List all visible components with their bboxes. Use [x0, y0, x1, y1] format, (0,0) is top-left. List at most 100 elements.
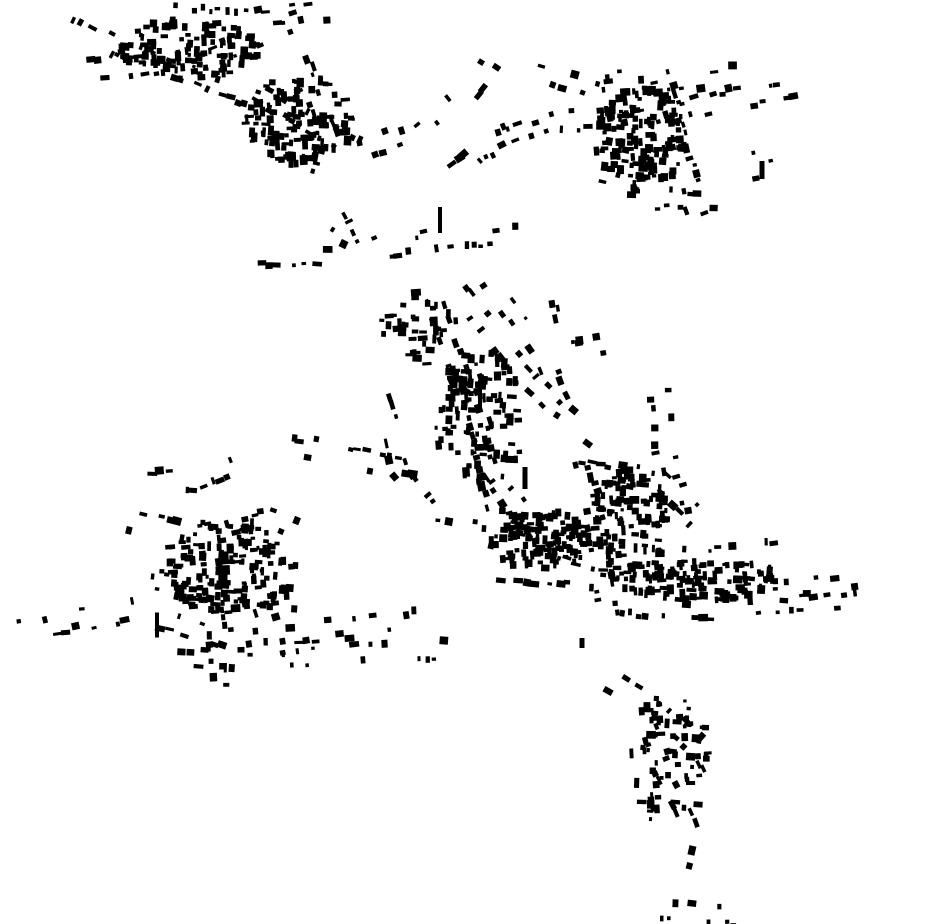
building — [623, 570, 632, 575]
building — [243, 8, 249, 13]
building — [516, 521, 521, 531]
building — [444, 516, 454, 527]
building — [285, 113, 291, 122]
building — [173, 563, 184, 568]
building — [169, 545, 173, 550]
building — [263, 84, 270, 88]
building — [651, 424, 659, 432]
building — [487, 241, 493, 247]
building — [241, 515, 249, 523]
building — [508, 513, 513, 520]
building — [52, 631, 62, 637]
building — [482, 393, 486, 403]
building — [672, 455, 679, 460]
building — [724, 83, 733, 93]
building — [154, 586, 160, 592]
building — [531, 372, 540, 381]
building — [462, 376, 468, 384]
building — [783, 578, 789, 586]
building — [87, 23, 98, 32]
building — [577, 549, 582, 555]
building — [543, 128, 550, 135]
building — [479, 354, 485, 364]
building — [728, 542, 737, 550]
building — [494, 534, 498, 539]
building — [589, 583, 594, 592]
building — [529, 550, 535, 560]
building — [654, 563, 664, 571]
building — [194, 36, 200, 41]
building — [159, 55, 165, 63]
building — [245, 114, 249, 123]
building — [556, 580, 566, 588]
building — [607, 508, 613, 517]
building — [494, 128, 502, 137]
building — [243, 582, 247, 591]
building — [652, 90, 660, 96]
building — [234, 8, 238, 16]
building — [651, 572, 659, 581]
building — [682, 724, 687, 729]
building — [370, 235, 378, 241]
building — [615, 481, 621, 492]
building — [715, 597, 725, 602]
building — [751, 150, 756, 156]
building — [604, 164, 608, 169]
building — [649, 144, 654, 153]
building — [496, 498, 508, 510]
building — [384, 313, 394, 319]
building — [225, 93, 237, 101]
building — [627, 473, 635, 482]
building — [666, 499, 679, 512]
building — [195, 592, 203, 598]
building — [572, 461, 579, 470]
building — [417, 656, 421, 662]
building — [274, 156, 283, 161]
building — [215, 602, 221, 613]
building — [609, 114, 616, 120]
building — [486, 425, 494, 430]
building — [503, 522, 511, 532]
building — [322, 245, 333, 253]
building — [405, 247, 412, 255]
building — [552, 314, 559, 324]
building — [450, 424, 457, 429]
building — [439, 331, 444, 338]
building — [385, 392, 394, 403]
building — [464, 389, 471, 396]
building — [667, 116, 675, 127]
building — [450, 388, 459, 397]
building — [279, 649, 286, 656]
building — [319, 149, 323, 153]
building — [699, 562, 707, 568]
building — [680, 121, 686, 128]
building — [267, 125, 275, 136]
building — [310, 168, 316, 175]
building — [640, 498, 647, 504]
building — [177, 648, 186, 656]
building — [216, 53, 222, 58]
building — [654, 794, 662, 800]
building — [460, 402, 468, 411]
building — [665, 99, 676, 104]
building — [637, 518, 647, 525]
building — [182, 596, 190, 605]
building — [667, 799, 678, 811]
building — [535, 544, 546, 552]
building — [687, 845, 697, 856]
building — [676, 145, 681, 151]
building — [170, 58, 176, 64]
building — [505, 455, 516, 463]
building — [559, 125, 564, 134]
building — [315, 130, 320, 135]
building — [466, 464, 472, 468]
building — [402, 610, 410, 620]
building — [688, 93, 699, 101]
building — [191, 7, 198, 14]
building — [429, 316, 438, 327]
building — [468, 431, 476, 441]
building — [467, 287, 476, 297]
building — [231, 528, 242, 536]
building — [425, 656, 430, 663]
building — [614, 609, 620, 616]
